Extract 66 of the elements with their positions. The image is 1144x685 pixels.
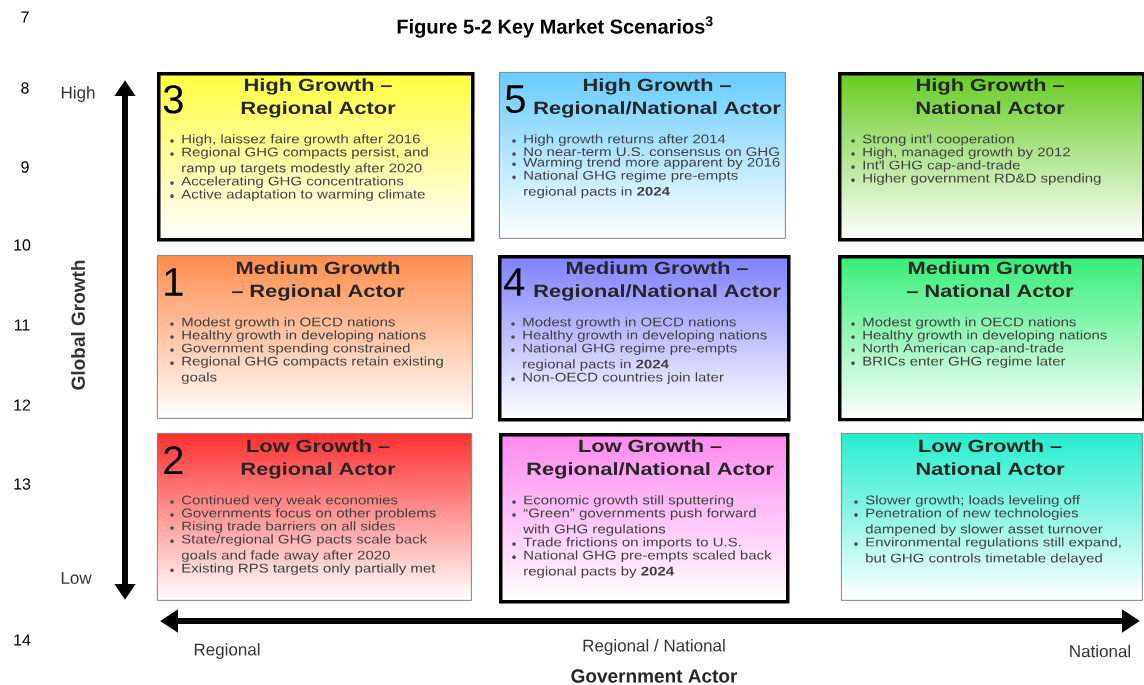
- scenario-number: 5: [505, 85, 525, 114]
- bullet-item: No near-term U.S. consensus on GHG: [512, 147, 779, 157]
- bullet-item: High, laissez faire growth after 2016: [170, 134, 420, 146]
- bullet-item: Warming trend more apparent by 2016: [512, 157, 780, 170]
- bullet-item: Non-OECD countries join later: [511, 372, 724, 384]
- figure-title: Figure 5-2 Key Market Scenarios$^{3}$: [397, 16, 713, 38]
- bullet-item: Economic growth still sputtering: [512, 495, 734, 507]
- line-number: 11: [14, 319, 30, 331]
- scenario-heading: Low Growth – National Actor: [916, 439, 1065, 476]
- bullet-item: Government spending constrained: [170, 343, 410, 355]
- axis-label: Regional / National: [583, 639, 725, 655]
- axis-label: High: [61, 86, 95, 102]
- bullet-item: Strong int'l cooperation: [851, 134, 1014, 146]
- bullet-item: Rising trade barriers on all sides: [170, 521, 395, 533]
- bullet-item: Trade frictions on imports to U.S.: [512, 537, 741, 549]
- bullet-item: State/regional GHG pacts scale back goals and fade away after 2020: [170, 534, 428, 562]
- bullet-item: Modest growth in OECD nations: [170, 317, 395, 329]
- axis-label: National: [1070, 644, 1131, 658]
- bullet-item: Governments focus on other problems: [170, 508, 436, 520]
- bullet-item: Penetration of new technologies dampened by slower asset turnover: [854, 508, 1103, 536]
- bullet-item: Modest growth in OECD nations: [851, 317, 1076, 329]
- scenario-number: 1: [165, 268, 183, 296]
- bullet-item: Active adaptation to warming climate: [170, 189, 425, 201]
- bullet-item: High growth returns after 2014: [512, 134, 726, 146]
- line-number: 9: [21, 161, 29, 173]
- bullet-item: Existing RPS targets only partially met: [170, 563, 436, 576]
- bullet-item: Healthy growth in developing nations: [170, 330, 426, 342]
- bullet-item: Int'l GHG cap-and-trade: [851, 160, 1020, 172]
- scenario-heading: High Growth – National Actor: [916, 78, 1065, 115]
- line-number: 10: [14, 239, 31, 251]
- scenario-number: 2: [164, 446, 183, 475]
- scenario-number: 4: [504, 268, 525, 296]
- line-number: 14: [14, 634, 31, 646]
- bullet-item: Healthy growth in developing nations: [511, 330, 767, 342]
- bullet-item: Environmental regulations still expand, but GHG controls timetable delayed: [854, 537, 1121, 565]
- bullet-item: Healthy growth in developing nations: [851, 330, 1107, 342]
- line-number: 8: [21, 82, 29, 94]
- bullet-item: National GHG regime pre-empts regional pacts in 2024: [512, 170, 738, 199]
- bullet-item: Slower growth; loads leveling off: [854, 495, 1080, 507]
- bullet-item: BRICs enter GHG regime later: [851, 356, 1066, 368]
- axis-label: Regional: [194, 643, 260, 659]
- scenario-heading: Low Growth – Regional Actor: [241, 439, 396, 479]
- scenario-number: 3: [163, 85, 183, 114]
- bullet-item: Continued very weak economies: [170, 495, 398, 507]
- scenario-heading: Low Growth – Regional/National Actor: [527, 439, 774, 479]
- axis-label: Low: [61, 572, 92, 584]
- bullet-item: Modest growth in OECD nations: [511, 317, 736, 329]
- bullet-item: National GHG regime pre-empts regional pacts in 2024: [511, 343, 737, 371]
- line-number: 7: [21, 11, 29, 23]
- axis-title: Government Actor: [571, 669, 738, 683]
- bullet-item: North American cap-and-trade: [851, 343, 1064, 355]
- bullet-item: National GHG pre-empts scaled back regional pacts by 2024: [512, 550, 772, 578]
- scenario-heading: High Growth – Regional Actor: [241, 78, 396, 118]
- bullet-item: Regional GHG compacts retain existing goals: [170, 356, 443, 384]
- bullet-item: Accelerating GHG concentrations: [170, 176, 404, 188]
- scenario-heading: Medium Growth – National Actor: [907, 261, 1074, 298]
- bullet-item: High, managed growth by 2012: [851, 147, 1070, 159]
- bullet-item: “Green” governments push forward with GHG regulations: [512, 508, 756, 536]
- axis-title: Global Growth: [71, 260, 85, 390]
- bullet-item: Higher government RD&D spending: [851, 173, 1101, 185]
- scenario-heading: Medium Growth – Regional Actor: [232, 261, 405, 301]
- bullet-item: Regional GHG compacts persist, and ramp up targets modestly after 2020: [170, 147, 428, 175]
- scenario-heading: High Growth – Regional/National Actor: [534, 78, 781, 118]
- line-number: 13: [14, 478, 31, 490]
- scenario-heading: Medium Growth – Regional/National Actor: [534, 261, 781, 301]
- line-number: 12: [14, 399, 31, 411]
